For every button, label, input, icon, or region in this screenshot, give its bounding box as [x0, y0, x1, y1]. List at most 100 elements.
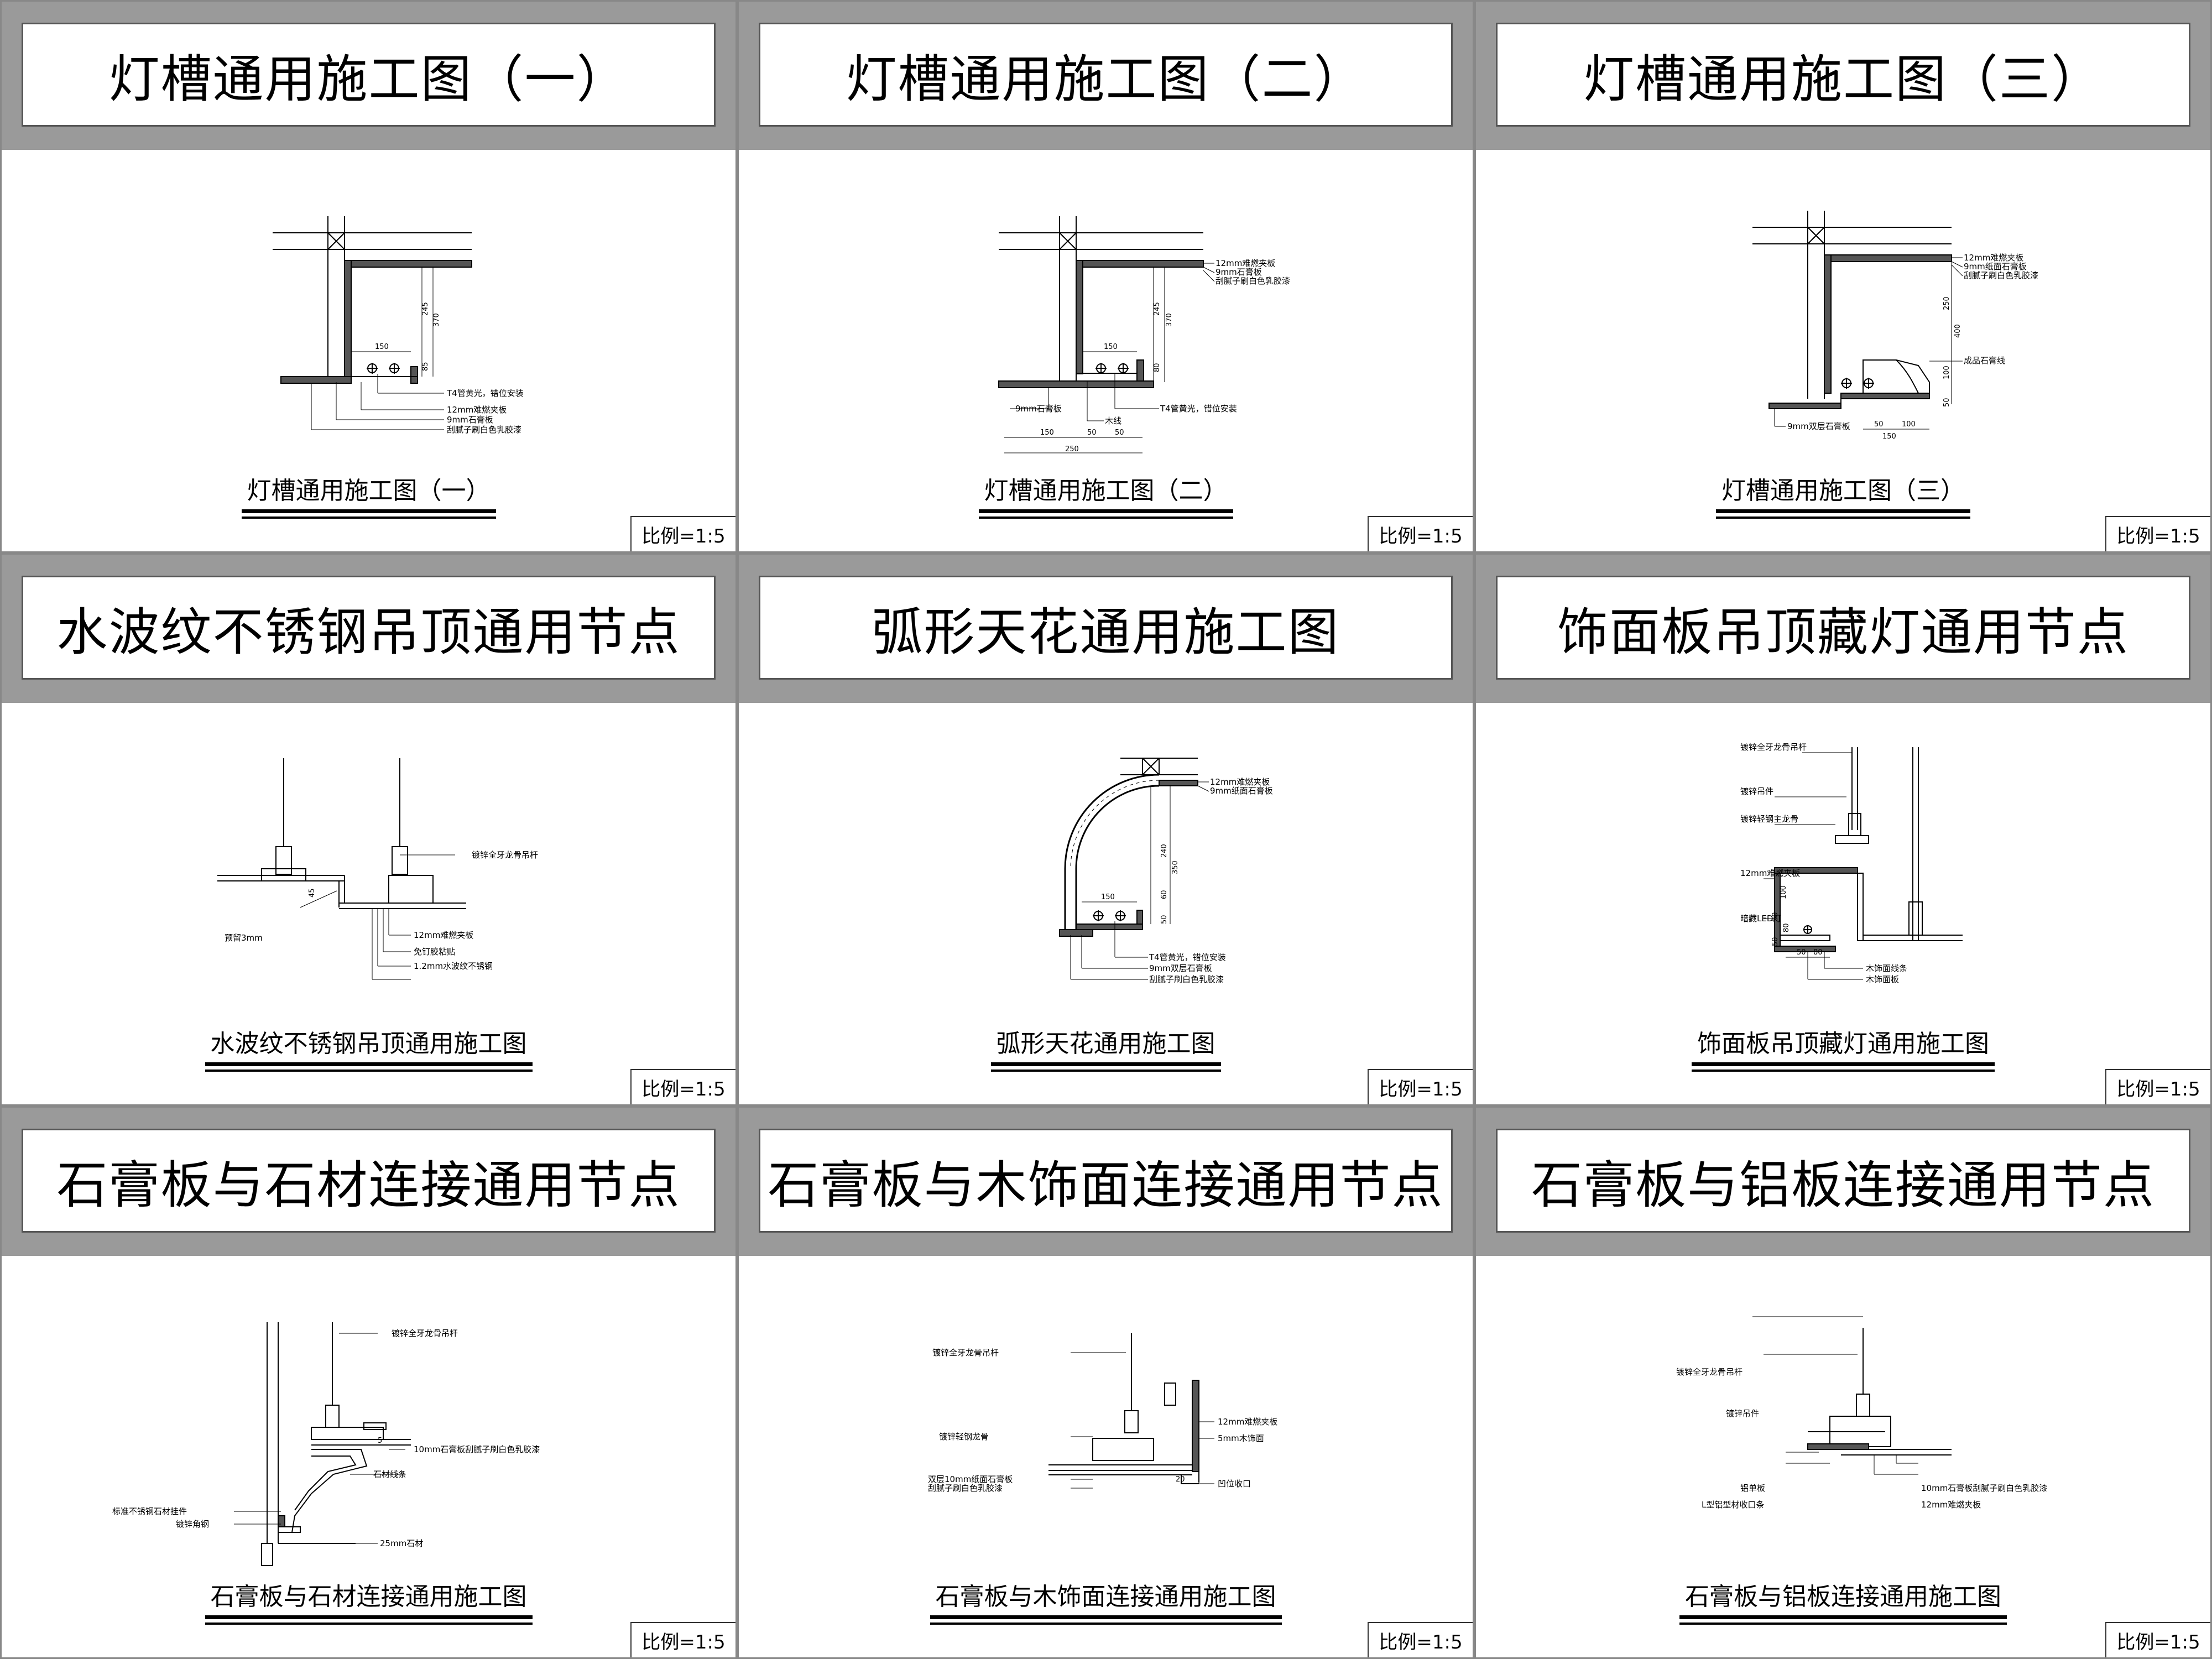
annotation-label: 9mm石膏板	[447, 415, 493, 425]
annotation-label: 9mm双层石膏板	[1149, 963, 1212, 973]
annotation-label: 标准不锈钢石材挂件	[112, 1506, 187, 1516]
panel-title-box: 石膏板与木饰面连接通用节点	[759, 1129, 1453, 1233]
annotation-label: 9mm双层石膏板	[1787, 421, 1850, 431]
panel-title-box: 灯槽通用施工图（一）	[22, 23, 716, 127]
panel-light-trough-2: 灯槽通用施工图（二）	[737, 0, 1474, 553]
dim-label: 150	[1882, 432, 1896, 441]
panel-title: 石膏板与木饰面连接通用节点	[768, 1155, 1444, 1215]
dim-label: 50	[1115, 429, 1124, 437]
annotation-label: 石材线条	[373, 1469, 406, 1479]
dim-label: 80	[1153, 363, 1161, 372]
detail-drawing-svg: 12mm难燃夹板 9mm纸面石膏板 刮腻子刷白色乳胶漆 成品石膏线 9mm双层石…	[1752, 211, 2038, 441]
annotation-label: 25mm石材	[380, 1538, 423, 1548]
dim-label: 50	[1087, 429, 1097, 437]
detail-drawing-svg: 12mm难燃夹板 9mm石膏板 刮腻子刷白色乳胶漆 9mm石膏板 T4管黄光，错…	[998, 216, 1290, 453]
annotation-label: 12mm难燃夹板	[1210, 777, 1270, 787]
drawing-caption: 饰面板吊顶藏灯通用施工图	[1476, 1024, 2210, 1066]
panel-stainless-ceiling: 水波纹不锈钢吊顶通用节点 45	[0, 553, 737, 1106]
panel-title: 灯槽通用施工图（三）	[1583, 49, 2103, 109]
dim-label: 50	[1874, 420, 1884, 429]
annotation-label: 10mm石膏板刮腻子刷白色乳胶漆	[1921, 1483, 2047, 1493]
annotation-label: 镀锌全牙龙骨吊杆	[1676, 1367, 1743, 1377]
panel-title-box: 石膏板与铝板连接通用节点	[1496, 1129, 2190, 1233]
panel-gypsum-stone: 石膏板与石材连接通用节点	[0, 1106, 737, 1659]
drawing-caption: 灯槽通用施工图（一）	[2, 471, 735, 513]
annotation-label: L型铝型材收口条	[1702, 1500, 1764, 1510]
dim-label: 50	[1771, 937, 1780, 946]
annotation-label: 凹位收口	[1218, 1479, 1251, 1489]
scale-box: 比例=1:5	[1368, 516, 1473, 551]
detail-drawing: 镀锌全牙龙骨吊杆 镀锌吊件 铝单板 L型铝型材收口条 10mm石膏板刮腻子刷白色…	[1476, 1256, 2210, 1657]
dim-label: 150	[1040, 429, 1054, 437]
annotation-label: 铝单板	[1740, 1483, 1765, 1493]
dim-label: 150	[1104, 343, 1118, 351]
panel-title: 灯槽通用施工图（二）	[846, 49, 1366, 109]
panel-title: 水波纹不锈钢吊顶通用节点	[56, 602, 681, 662]
dim-label: 5	[378, 1437, 382, 1445]
annotation-label: 9mm纸面石膏板	[1964, 262, 2027, 272]
panel-light-trough-1: 灯槽通用施工图（一）	[0, 0, 737, 553]
annotation-label: 木线	[1105, 416, 1121, 426]
panel-gypsum-wood: 石膏板与木饰面连接通用节点	[737, 1106, 1474, 1659]
annotation-label: 镀锌轻钢主龙骨	[1740, 814, 1798, 824]
annotation-label: 镀锌全牙龙骨吊杆	[932, 1348, 999, 1358]
annotation-label: 9mm石膏板	[1015, 404, 1062, 414]
panel-title: 饰面板吊顶藏灯通用节点	[1557, 602, 2129, 662]
dim-label: 150	[375, 343, 389, 351]
scale-box: 比例=1:5	[630, 516, 735, 551]
dim-label: 100	[1943, 366, 1951, 379]
annotation-label: 12mm难燃夹板	[1964, 253, 2023, 263]
annotation-label: 5mm木饰面	[1218, 1433, 1264, 1443]
detail-drawing-svg: 45 镀锌全牙龙骨吊杆 预留3mm 12mm难燃夹板 免钉胶粘贴 1.2mm水波…	[217, 758, 538, 980]
annotation-label: 镀锌吊件	[1740, 786, 1773, 796]
panel-title-box: 灯槽通用施工图（三）	[1496, 23, 2190, 127]
panel-title-box: 石膏板与石材连接通用节点	[22, 1129, 716, 1233]
annotation-label: T4管黄光，错位安装	[1149, 952, 1226, 962]
panel-title-box: 水波纹不锈钢吊顶通用节点	[22, 576, 716, 680]
detail-drawing-svg: 150 245 370 85 T4管黄光，错位安装 12mm难燃夹板 9mm石膏…	[273, 216, 524, 435]
detail-drawing: 20 镀锌全牙龙骨吊杆 12mm难燃夹板 5mm木饰面 镀锌轻钢龙骨 双层10m…	[739, 1256, 1473, 1657]
dim-label: 245	[1153, 302, 1161, 316]
detail-drawing-svg: 镀锌全牙龙骨吊杆 镀锌吊件 镀锌轻钢主龙骨 12mm难燃夹板 暗藏LED灯 木饰…	[1740, 742, 1963, 984]
annotation-label: 刮腻子刷白色乳胶漆	[1149, 974, 1224, 984]
dim-label: 350	[1171, 860, 1180, 874]
dim-label: 400	[1954, 324, 1962, 338]
annotation-label: 木饰面板	[1866, 974, 1899, 984]
annotation-label: T4管黄光，错位安装	[1160, 404, 1237, 414]
dim-label: 50	[1160, 915, 1168, 924]
detail-drawing: 12mm难燃夹板 9mm纸面石膏板 刮腻子刷白色乳胶漆 成品石膏线 9mm双层石…	[1476, 150, 2210, 551]
panel-curved-ceiling: 弧形天花通用施工图	[737, 553, 1474, 1106]
annotation-label: 刮腻子刷白色乳胶漆	[1964, 270, 2038, 280]
dim-label: 250	[1065, 445, 1079, 453]
annotation-label: 12mm难燃夹板	[1218, 1417, 1277, 1427]
panel-title: 弧形天花通用施工图	[872, 602, 1340, 662]
detail-drawing: 12mm难燃夹板 9mm纸面石膏板 T4管黄光，错位安装 9mm双层石膏板 刮腻…	[739, 703, 1473, 1104]
annotation-label: 刮腻子刷白色乳胶漆	[928, 1483, 1003, 1493]
panel-title-box: 灯槽通用施工图（二）	[759, 23, 1453, 127]
drawing-caption: 灯槽通用施工图（二）	[739, 471, 1473, 513]
panel-title: 石膏板与铝板连接通用节点	[1531, 1155, 2155, 1215]
annotation-label: 9mm纸面石膏板	[1210, 786, 1273, 796]
detail-drawing: 150 245 370 85 T4管黄光，错位安装 12mm难燃夹板 9mm石膏…	[2, 150, 735, 551]
panel-title-box: 弧形天花通用施工图	[759, 576, 1453, 680]
annotation-label: 镀锌全牙龙骨吊杆	[1740, 742, 1807, 752]
annotation-label: 镀锌轻钢龙骨	[939, 1432, 989, 1442]
dim-label: 100	[1780, 885, 1788, 899]
detail-drawing-svg: 镀锌全牙龙骨吊杆 镀锌吊件 铝单板 L型铝型材收口条 10mm石膏板刮腻子刷白色…	[1676, 1316, 2047, 1510]
panel-gypsum-aluminum: 石膏板与铝板连接通用节点 镀锌全牙龙骨吊杆	[1474, 1106, 2212, 1659]
scale-box: 比例=1:5	[630, 1069, 735, 1104]
annotation-label: 镀锌吊件	[1726, 1408, 1759, 1418]
dim-label: 50	[1797, 948, 1806, 957]
drawing-caption: 灯槽通用施工图（三）	[1476, 471, 2210, 513]
dim-label: 370	[1165, 313, 1173, 327]
dim-label: 80	[1782, 923, 1791, 932]
dim-label: 50	[1771, 912, 1780, 921]
dim-label: 80	[1813, 948, 1823, 957]
annotation-label: 木饰面线条	[1866, 963, 1907, 973]
annotation-label: 12mm难燃夹板	[1740, 868, 1800, 878]
drawing-caption: 石膏板与石材连接通用施工图	[2, 1577, 735, 1619]
annotation-label: 镀锌全牙龙骨吊杆	[472, 850, 538, 860]
panel-title: 灯槽通用施工图（一）	[108, 49, 629, 109]
annotation-label: 刮腻子刷白色乳胶漆	[1215, 276, 1290, 286]
panel-title-box: 饰面板吊顶藏灯通用节点	[1496, 576, 2190, 680]
